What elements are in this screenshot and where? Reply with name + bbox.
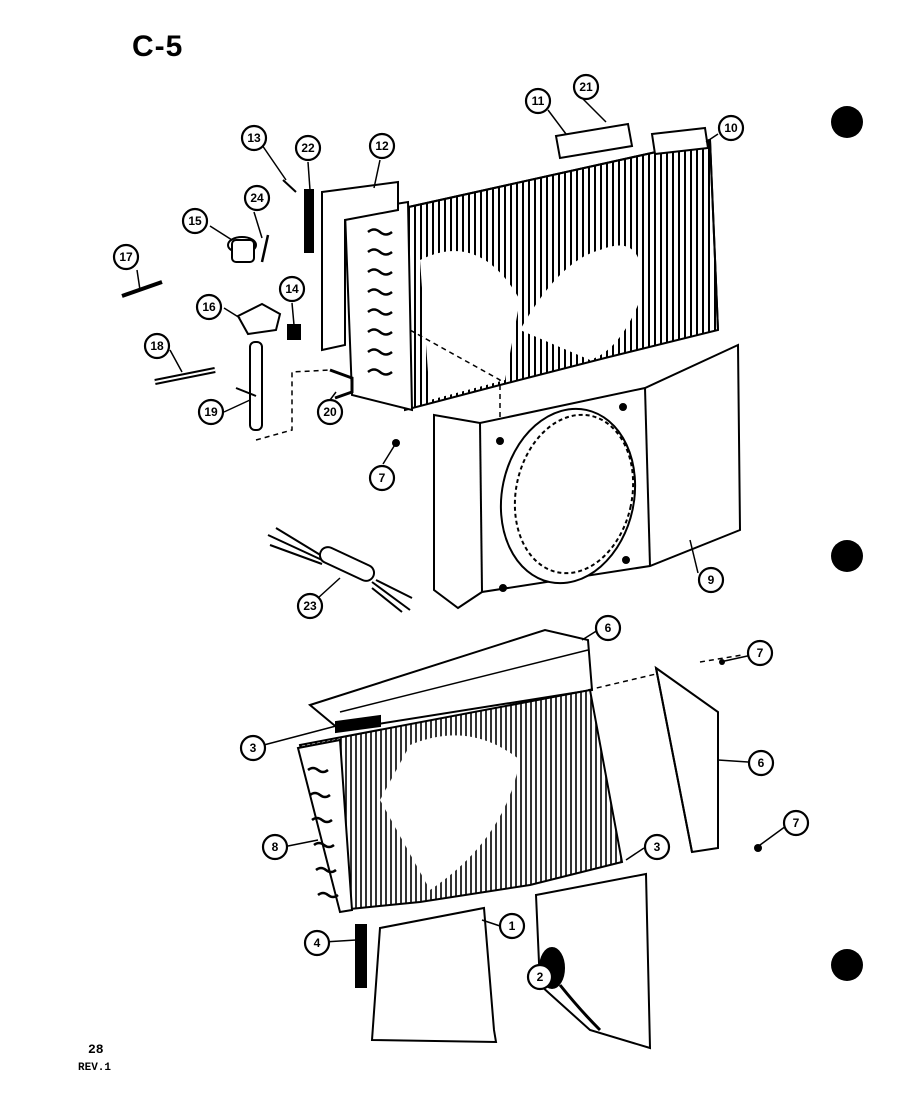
dashed-leaders-upper [255,329,501,441]
callout-12: 12 [375,139,389,153]
callout-4: 4 [314,936,321,950]
binder-hole-middle [831,540,863,572]
callout-22: 22 [301,141,315,155]
callout-20: 20 [323,405,337,419]
small-components [121,179,314,431]
callout-16: 16 [202,300,216,314]
callout-bubbles [112,73,810,991]
screws [392,439,762,852]
callout-11: 11 [532,94,545,108]
revision-label: REV.1 [78,1062,112,1074]
evaporator-coil [296,628,719,1050]
callout-7a: 7 [379,471,386,485]
page-number: 28 [88,1042,104,1057]
callout-24: 24 [250,191,264,205]
callout-1: 1 [509,919,516,933]
diagram-title: C-5 [132,30,184,63]
callout-18: 18 [150,339,164,353]
binder-hole-bottom [831,949,863,981]
callout-14: 14 [285,282,299,296]
fan-shroud [433,343,742,610]
callout-17: 17 [119,250,133,264]
wire-harness [267,527,413,613]
callout-7c: 7 [793,816,800,830]
callout-2: 2 [537,970,544,984]
condenser-coil [321,122,720,412]
callout-6b: 6 [758,756,765,770]
callout-3b: 3 [654,840,661,854]
callout-6a: 6 [605,621,612,635]
callout-23: 23 [303,599,317,613]
dashed-leaders-lower [587,654,743,691]
callout-19: 19 [204,405,218,419]
callout-leaders [136,95,787,971]
callout-3a: 3 [250,741,257,755]
callout-8: 8 [272,840,279,854]
callout-10: 10 [724,121,738,135]
binder-hole-top [831,106,863,138]
callout-9: 9 [708,573,715,587]
callout-15: 15 [188,214,202,228]
callout-21: 21 [579,80,593,94]
callout-7b: 7 [757,646,764,660]
callout-13: 13 [247,131,261,145]
